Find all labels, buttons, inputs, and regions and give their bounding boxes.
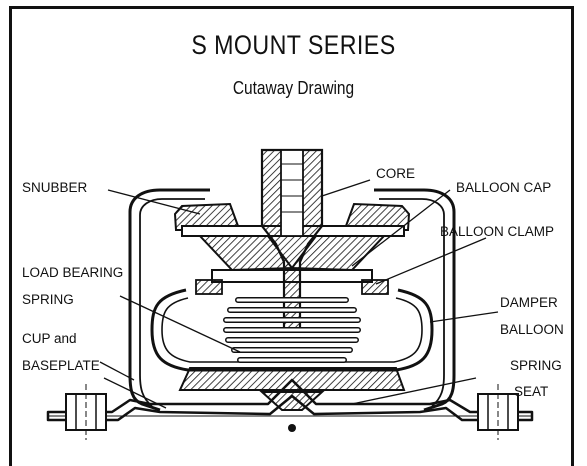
leader-balloon-cap [351, 189, 451, 267]
label-balloon-cap: BALLOON CAP [456, 180, 551, 195]
leader-spring-seat [351, 377, 477, 405]
label-damper-line1: DAMPER [500, 295, 558, 310]
label-cup-line1: CUP and [22, 331, 77, 346]
balloon-clamp [195, 279, 389, 295]
label-spring-seat-line2: SEAT [514, 384, 548, 399]
drawing-frame [9, 6, 574, 466]
leader-snubber [107, 189, 201, 215]
drawing-subtitle: Cutaway Drawing [232, 78, 355, 98]
spring-seat [178, 367, 406, 432]
label-balloon-clamp: BALLOON CLAMP [440, 224, 554, 239]
leader-damper [429, 311, 499, 323]
label-snubber: SNUBBER [22, 180, 88, 195]
label-cup-line2: BASEPLATE [22, 358, 100, 373]
load-bearing-spring [223, 297, 361, 363]
label-core: CORE [376, 166, 415, 181]
cup [128, 188, 456, 412]
leader-load-bearing [119, 295, 241, 353]
baseplate [46, 378, 534, 422]
leader-core [321, 179, 371, 197]
label-damper-line2: BALLOON [500, 322, 564, 337]
right-stud [477, 384, 519, 440]
leader-cup [99, 361, 135, 381]
label-spring-seat-line1: SPRING [510, 358, 562, 373]
leader-balloon-clamp [375, 237, 487, 285]
label-load-bearing-line1: LOAD BEARING [22, 265, 123, 280]
leader-lines [99, 179, 499, 409]
leader-baseplate [103, 377, 167, 409]
drawing-title: S MOUNT SERIES [191, 30, 396, 60]
left-stud [65, 384, 107, 440]
label-load-bearing-line2: SPRING [22, 292, 74, 307]
